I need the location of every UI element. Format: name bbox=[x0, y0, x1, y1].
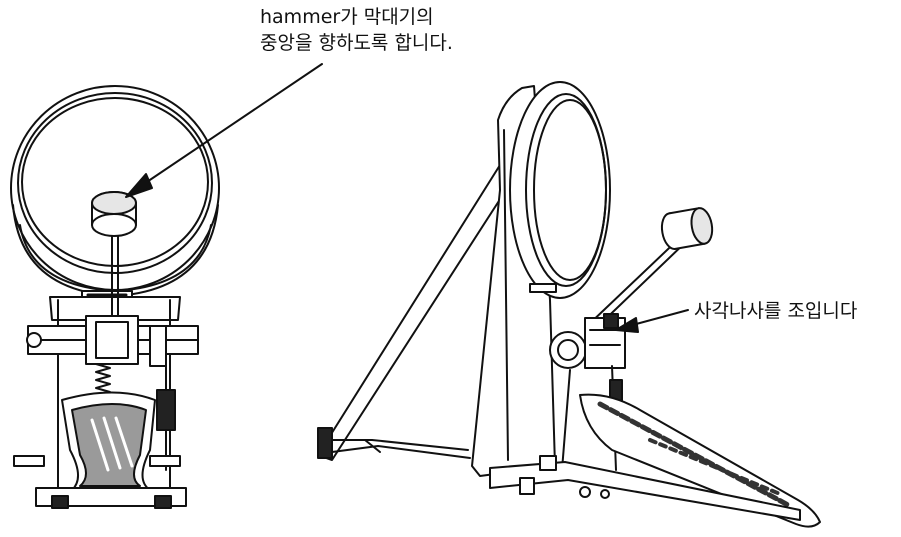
side-pad-outer bbox=[509, 81, 611, 299]
front-view-kick-pad bbox=[10, 85, 220, 509]
hammer-instruction-line1: hammer가 막대기의 bbox=[260, 6, 434, 28]
screw-arrow-head bbox=[615, 317, 639, 333]
screw-instruction: 사각나사를 조입니다 bbox=[694, 300, 858, 322]
hammer-arrow-line bbox=[131, 63, 323, 193]
front-pad-inner-ring bbox=[17, 92, 213, 274]
front-pad-outer-ring bbox=[10, 85, 220, 291]
hammer-arrow-head bbox=[125, 173, 153, 198]
hammer-instruction-line2: 중앙을 향하도록 합니다. bbox=[260, 32, 453, 54]
front-pad-rim bbox=[21, 97, 209, 267]
hammer-instruction: hammer가 막대기의 중앙을 향하도록 합니다. bbox=[260, 4, 520, 56]
side-view-kick-pad bbox=[317, 81, 821, 528]
